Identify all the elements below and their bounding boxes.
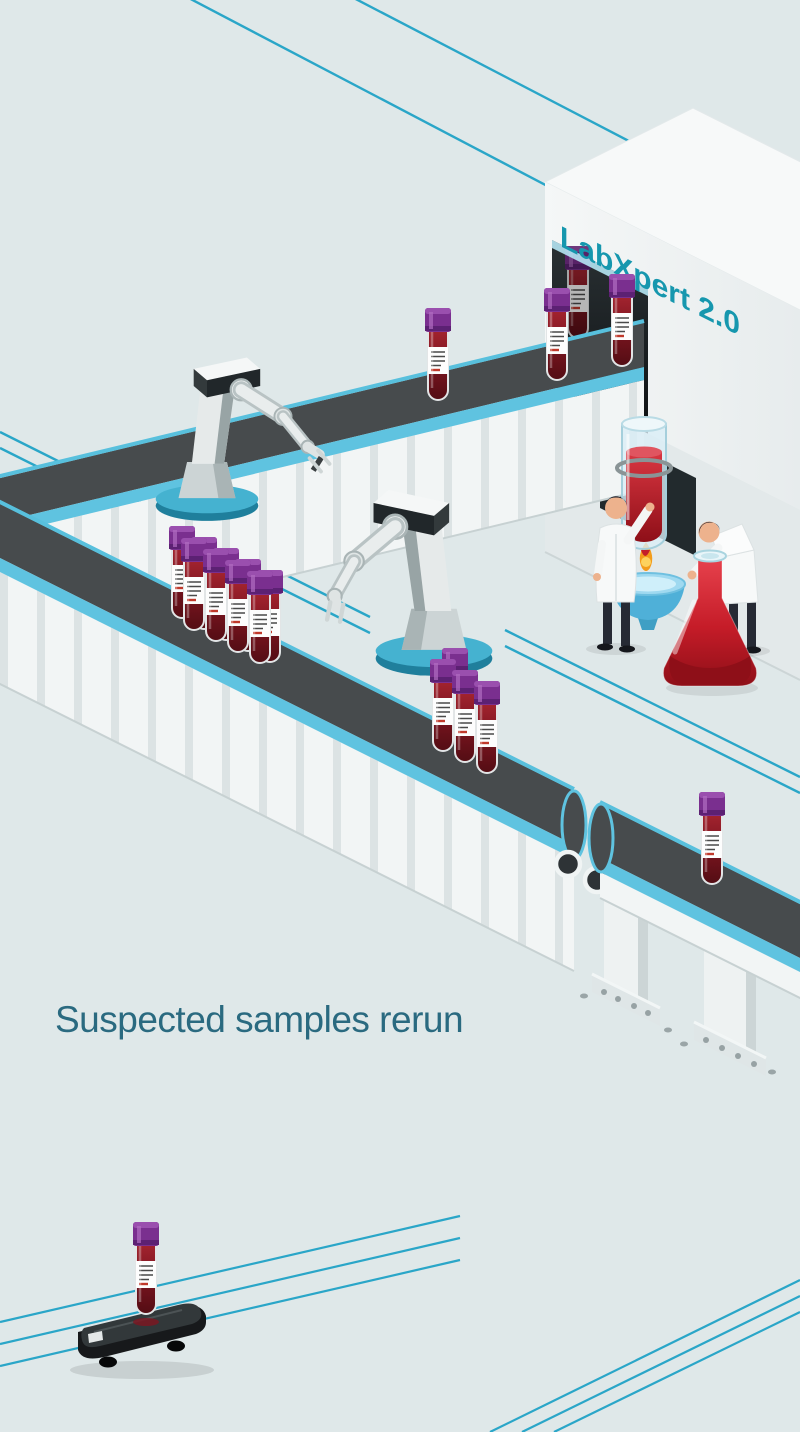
conveyor-wall-edge — [599, 897, 800, 1000]
front-conveyor-left — [0, 499, 588, 972]
blood-sample-tube — [697, 790, 727, 886]
conveyor-wall-stripes — [0, 572, 574, 971]
agv-wheel — [99, 1356, 117, 1368]
test-cylinder — [615, 416, 673, 556]
front-conveyor-right — [580, 800, 800, 1076]
roller — [553, 849, 583, 879]
conveyor-belt-surface — [600, 804, 800, 958]
agv-robot — [70, 1220, 214, 1379]
conveyor-support-pillar — [580, 900, 672, 1033]
decorative-lines-bottom — [0, 1214, 800, 1432]
conveyor-near-rim — [600, 858, 800, 972]
decorative-line — [0, 1236, 461, 1346]
lab-scene — [586, 416, 770, 696]
conveyor-wall — [600, 872, 800, 998]
machine-front-face — [545, 182, 800, 510]
conveyor-belt-surface — [0, 323, 644, 523]
blood-sample-tube — [607, 272, 637, 368]
blood-sample-tube — [245, 569, 275, 665]
robot-gripper — [302, 442, 332, 474]
agv-wheel — [167, 1340, 185, 1352]
caption: Suspected samples rerun — [55, 999, 463, 1040]
conveyor-wall-edge — [0, 682, 575, 972]
conveyor-near-rim — [0, 558, 574, 859]
blood-sample-tube — [542, 286, 572, 382]
robot-arm-1 — [154, 356, 332, 523]
conveyor-far-rim — [0, 319, 645, 479]
decorative-line — [504, 644, 800, 795]
robot-gripper — [324, 590, 346, 624]
decorative-line — [504, 628, 800, 779]
decorative-line — [521, 1295, 800, 1432]
conveyor-end-cap — [587, 802, 615, 874]
conveyor-belt-surface — [0, 504, 574, 845]
decorative-line — [0, 1214, 461, 1324]
machine-base-edge — [544, 551, 800, 681]
erlenmeyer-flask — [662, 549, 758, 696]
robot-arm-segments — [326, 516, 405, 604]
conveyor-support-pillar — [680, 950, 776, 1076]
decorative-line — [553, 1311, 800, 1432]
blood-sample-tube — [472, 679, 502, 775]
agv-shadow — [70, 1361, 214, 1379]
blood-sample-tube — [131, 1220, 161, 1316]
blood-sample-tube — [423, 306, 453, 402]
scientist-left — [586, 496, 655, 655]
robot-arm-2 — [324, 488, 494, 678]
agv-sensor — [88, 1331, 103, 1343]
conveyor-wall-stripes — [0, 380, 644, 646]
conveyor-end-cap — [560, 789, 588, 861]
decorative-lines-right — [504, 628, 800, 795]
decorative-line — [0, 1258, 461, 1368]
decorative-line — [489, 1279, 800, 1432]
robot-arm-segments — [232, 381, 315, 454]
tube-reflection — [133, 1318, 159, 1326]
